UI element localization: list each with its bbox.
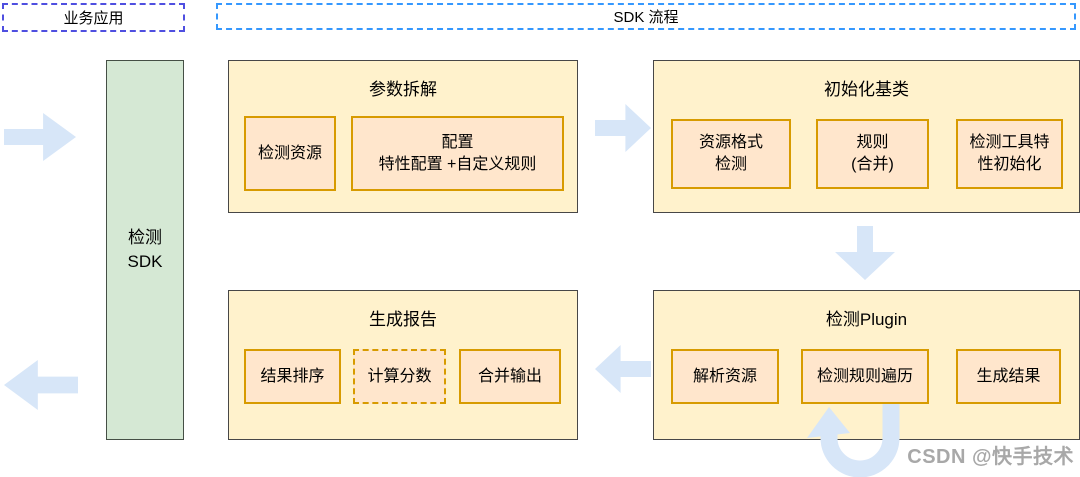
arrow-left-out-of-sdk-icon — [4, 360, 78, 410]
business-app-label-box: 业务应用 — [2, 3, 185, 32]
group-title-param-parse: 参数拆解 — [369, 80, 437, 99]
box-rule-traverse: 检测规则遍历 — [801, 349, 929, 404]
arrow-right-into-sdk-icon — [4, 113, 76, 161]
group-box-detect-plugin: 检测Plugin 解析资源 检测规则遍历 生成结果 — [653, 290, 1080, 440]
detect-sdk-bar: 检测 SDK — [106, 60, 184, 440]
box-resource-format-line2: 检测 — [714, 156, 747, 173]
box-detect-resource: 检测资源 — [244, 116, 336, 191]
box-tool-feature-line1: 检测工具特 — [969, 134, 1050, 151]
box-parse-resource: 解析资源 — [671, 349, 779, 404]
box-rules-merge: 规则 (合并) — [816, 119, 929, 189]
box-calc-score: 计算分数 — [353, 349, 446, 404]
arrow-left-plugin-to-report-icon — [595, 345, 651, 393]
box-resource-format-detect: 资源格式 检测 — [671, 119, 791, 189]
group-box-init-base: 初始化基类 资源格式 检测 规则 (合并) 检测工具特 性初始化 — [653, 60, 1080, 213]
watermark-text: CSDN @快手技术 — [907, 446, 1074, 468]
box-merge-output: 合并输出 — [459, 349, 561, 404]
box-config-line2: 特性配置 +自定义规则 — [378, 155, 537, 173]
box-tool-feature-init: 检测工具特 性初始化 — [956, 119, 1063, 189]
arrow-right-param-to-init-icon — [595, 104, 651, 152]
box-config-line1: 配置 — [441, 133, 474, 151]
arrow-down-init-to-plugin-icon — [835, 226, 895, 280]
box-rules-merge-line1: 规则 — [856, 134, 889, 151]
box-rule-traverse-label: 检测规则遍历 — [816, 367, 913, 385]
box-generate-result-label: 生成结果 — [976, 367, 1041, 385]
box-result-sort: 结果排序 — [244, 349, 341, 404]
box-resource-format-line1: 资源格式 — [698, 134, 763, 151]
box-merge-output-label: 合并输出 — [477, 367, 542, 385]
group-box-generate-report: 生成报告 结果排序 计算分数 合并输出 — [228, 290, 578, 440]
box-calc-score-label: 计算分数 — [367, 367, 432, 385]
box-tool-feature-line2: 性初始化 — [977, 156, 1042, 173]
box-generate-result: 生成结果 — [956, 349, 1061, 404]
detect-sdk-line1: 检测 — [128, 228, 162, 247]
loop-arrow-icon — [807, 404, 900, 477]
group-title-init-base: 初始化基类 — [824, 80, 909, 99]
detect-sdk-line2: SDK — [127, 252, 163, 271]
box-config: 配置 特性配置 +自定义规则 — [351, 116, 564, 191]
box-result-sort-label: 结果排序 — [260, 367, 325, 385]
box-rules-merge-line2: (合并) — [851, 156, 894, 173]
sdk-flow-label: SDK 流程 — [613, 9, 679, 26]
group-title-generate-report: 生成报告 — [369, 310, 437, 329]
box-parse-resource-label: 解析资源 — [692, 367, 757, 385]
group-title-detect-plugin: 检测Plugin — [825, 310, 908, 329]
sdk-flow-label-box: SDK 流程 — [216, 3, 1076, 30]
group-box-param-parse: 参数拆解 检测资源 配置 特性配置 +自定义规则 — [228, 60, 578, 213]
business-app-label: 业务应用 — [63, 10, 124, 27]
box-detect-resource-label: 检测资源 — [257, 144, 322, 162]
